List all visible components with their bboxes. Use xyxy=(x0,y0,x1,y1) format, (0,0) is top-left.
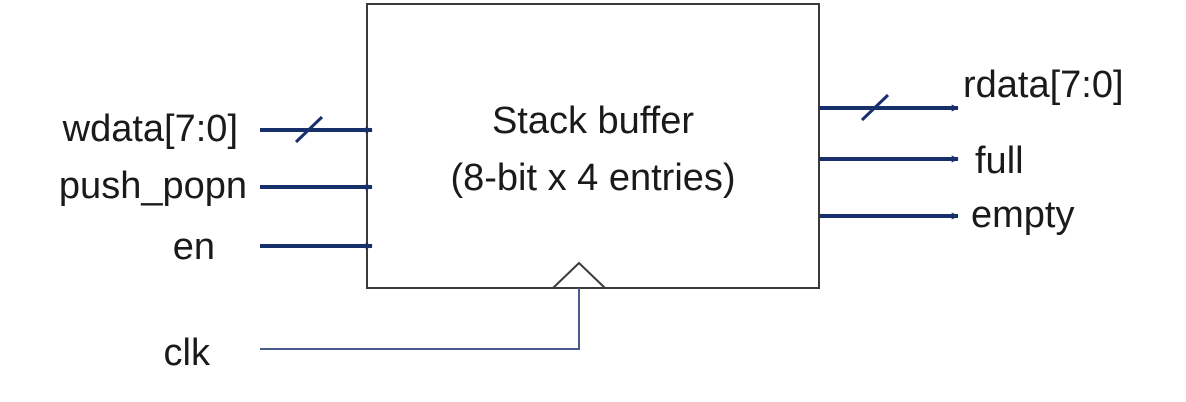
output-full: full xyxy=(819,140,1024,182)
output-empty: empty xyxy=(819,194,1074,236)
output-empty-label: empty xyxy=(971,194,1074,236)
output-full-label: full xyxy=(975,140,1024,182)
input-clk-wire xyxy=(260,288,580,350)
input-en-label: en xyxy=(173,226,215,268)
input-wdata: wdata[7:0] xyxy=(62,108,373,150)
block-title: Stack buffer xyxy=(492,100,694,142)
input-clk-label: clk xyxy=(164,332,211,374)
block-subtitle: (8-bit x 4 entries) xyxy=(450,157,735,199)
input-en: en xyxy=(173,226,373,268)
stack-buffer-block xyxy=(366,3,820,289)
input-wdata-label: wdata[7:0] xyxy=(62,108,238,150)
output-rdata: rdata[7:0] xyxy=(819,64,1124,122)
output-rdata-bus-slash xyxy=(860,93,890,122)
input-push-popn-label: push_popn xyxy=(59,165,247,207)
clock-edge-marker xyxy=(552,261,606,289)
input-push-popn: push_popn xyxy=(59,165,373,207)
input-clk: clk xyxy=(164,288,580,374)
input-wdata-bus-slash xyxy=(294,115,324,144)
output-rdata-label: rdata[7:0] xyxy=(963,64,1124,106)
